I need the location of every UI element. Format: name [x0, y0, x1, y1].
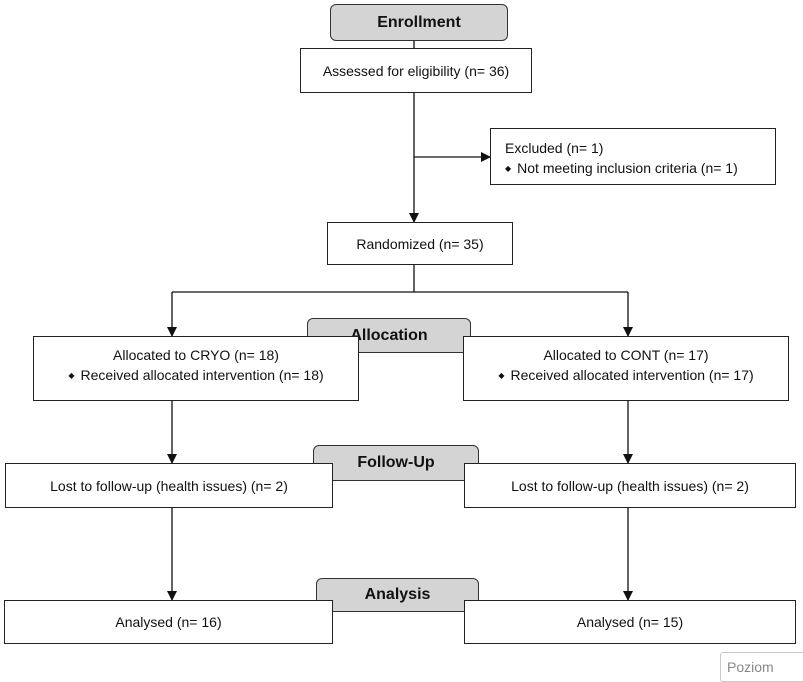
- allocated-cont-detail-item: ◆ Received allocated intervention (n= 17): [464, 365, 788, 386]
- followup-left-label: Lost to follow-up (health issues) (n= 2): [50, 477, 288, 494]
- corner-overlay-label: Poziom: [727, 659, 774, 675]
- followup-right-label: Lost to follow-up (health issues) (n= 2): [511, 477, 749, 494]
- corner-overlay: Poziom: [720, 652, 803, 682]
- bullet-icon: ◆: [68, 371, 75, 380]
- stage-analysis: Analysis: [316, 578, 479, 612]
- allocated-cont-detail: Received allocated intervention (n= 17): [510, 367, 754, 383]
- box-excluded: Excluded (n= 1) ◆ Not meeting inclusion c…: [490, 128, 776, 185]
- allocated-cryo-detail: Received allocated intervention (n= 18): [80, 367, 324, 383]
- allocated-cryo-title: Allocated to CRYO (n= 18): [113, 347, 279, 363]
- stage-follow-up: Follow-Up: [313, 445, 479, 481]
- bullet-icon: ◆: [505, 164, 512, 173]
- box-analysis-right: Analysed (n= 15): [464, 600, 796, 644]
- allocated-cryo-detail-item: ◆ Received allocated intervention (n= 18): [34, 365, 358, 386]
- box-analysis-left: Analysed (n= 16): [4, 600, 333, 644]
- box-followup-left: Lost to follow-up (health issues) (n= 2): [5, 463, 333, 508]
- box-allocated-cont: Allocated to CONT (n= 17) ◆ Received allo…: [463, 336, 789, 401]
- stage-enrollment: Enrollment: [330, 4, 508, 41]
- box-randomized: Randomized (n= 35): [327, 222, 513, 265]
- box-allocated-cryo: Allocated to CRYO (n= 18) ◆ Received allo…: [33, 336, 359, 401]
- excluded-title: Excluded (n= 1): [505, 140, 604, 156]
- randomized-label: Randomized (n= 35): [356, 235, 484, 252]
- excluded-reason: Not meeting inclusion criteria (n= 1): [517, 160, 738, 176]
- assessed-label: Assessed for eligibility (n= 36): [322, 62, 510, 79]
- analysis-right-label: Analysed (n= 15): [576, 614, 684, 630]
- bullet-icon: ◆: [498, 371, 505, 380]
- excluded-reason-item: ◆ Not meeting inclusion criteria (n= 1): [505, 158, 775, 179]
- analysis-left-label: Analysed (n= 16): [115, 614, 222, 630]
- box-assessed: Assessed for eligibility (n= 36): [300, 48, 532, 93]
- box-followup-right: Lost to follow-up (health issues) (n= 2): [464, 463, 796, 508]
- allocated-cont-title: Allocated to CONT (n= 17): [543, 347, 709, 363]
